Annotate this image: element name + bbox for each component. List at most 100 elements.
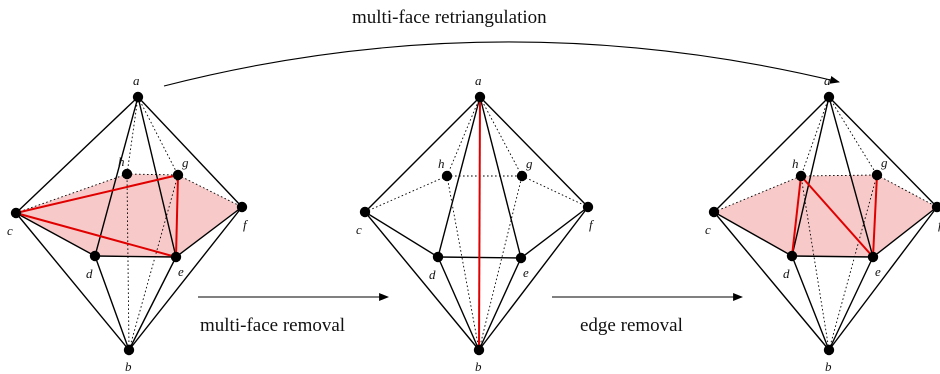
- panel-after-removal: a b c d e f g h: [356, 73, 595, 374]
- vertex-label-a: a: [133, 73, 140, 88]
- edge-bc: [15, 212, 130, 351]
- shaded-face-chgfed: [714, 175, 937, 257]
- edge-ac: [15, 96, 139, 214]
- highlighted-edge-ge: [872, 174, 878, 258]
- hidden-edge-ah: [126, 96, 139, 175]
- edge-bd: [94, 255, 130, 351]
- hidden-edge-ah: [446, 96, 481, 177]
- vertex-b: [823, 344, 835, 356]
- vertex-h: [441, 170, 453, 182]
- edge-bc: [364, 211, 480, 351]
- vertex-d: [432, 251, 444, 263]
- hidden-edge-ag: [137, 96, 179, 176]
- highlighted-edge-cg: [15, 174, 179, 214]
- vertex-b: [473, 344, 485, 356]
- vertex-label-f: f: [589, 217, 595, 232]
- edge-ae: [137, 96, 177, 258]
- highlighted-edge-ge: [175, 174, 179, 258]
- vertex-label-a: a: [475, 73, 482, 88]
- vertex-label-g: g: [182, 155, 189, 170]
- edge-bf: [128, 206, 243, 351]
- vertex-f: [582, 201, 594, 213]
- arrow-retriangulation: [163, 41, 840, 87]
- vertex-label-d: d: [86, 266, 93, 281]
- vertex-a: [132, 91, 144, 103]
- edge-ae: [828, 96, 874, 258]
- vertex-g: [172, 169, 184, 181]
- edge-cd: [364, 211, 439, 258]
- vertex-h: [121, 168, 133, 180]
- highlighted-edge-he: [800, 175, 874, 258]
- vertex-label-d: d: [429, 267, 436, 282]
- vertex-label-b: b: [125, 359, 132, 374]
- vertex-label-h: h: [792, 156, 799, 171]
- vertex-label-f: f: [938, 217, 940, 232]
- hidden-edge-gf: [521, 175, 589, 208]
- edge-bd: [437, 256, 480, 351]
- vertex-label-g: g: [526, 156, 533, 171]
- vertex-e: [867, 251, 879, 263]
- edge-ef: [520, 206, 589, 259]
- vertex-label-h: h: [118, 154, 125, 169]
- edge-af: [137, 96, 243, 208]
- edge-ad: [437, 96, 481, 258]
- vertex-label-c: c: [356, 222, 362, 237]
- vertex-g: [516, 170, 528, 182]
- vertex-a: [823, 91, 835, 103]
- edge-cd: [15, 212, 96, 257]
- vertex-f: [236, 201, 248, 213]
- vertex-e: [170, 251, 182, 263]
- vertex-b: [123, 344, 135, 356]
- hidden-edge-ch: [364, 175, 448, 213]
- hidden-edge-bh: [446, 175, 480, 351]
- edge-ae: [479, 96, 522, 259]
- vertex-a: [474, 91, 486, 103]
- vertex-f: [931, 201, 940, 213]
- edge-de: [791, 255, 874, 258]
- vertex-label-a: a: [824, 73, 831, 88]
- hidden-edge-ag: [828, 96, 878, 176]
- vertex-label-h: h: [438, 156, 445, 171]
- hidden-edge-hg: [800, 174, 878, 177]
- vertex-label-b: b: [475, 359, 482, 374]
- hidden-edge-bh: [800, 175, 830, 351]
- panel-original: a b c d e f g h: [7, 73, 249, 374]
- caption-multi-face-removal: multi-face removal: [200, 315, 345, 336]
- vertex-label-g: g: [881, 155, 888, 170]
- hidden-edge-ag: [479, 96, 523, 177]
- edge-bc: [713, 211, 830, 351]
- vertex-d: [89, 250, 101, 262]
- vertex-c: [10, 207, 22, 219]
- vertex-g: [871, 169, 883, 181]
- highlighted-edge-ce: [15, 212, 177, 258]
- edge-cd: [713, 211, 793, 257]
- vertex-label-f: f: [243, 217, 249, 232]
- caption-edge-removal: edge removal: [580, 315, 683, 336]
- edge-af: [479, 96, 589, 208]
- vertex-label-c: c: [7, 223, 13, 238]
- edge-ac: [364, 96, 481, 213]
- vertex-label-d: d: [783, 266, 790, 281]
- shaded-face-chgfed: [16, 174, 242, 257]
- vertex-c: [708, 206, 720, 218]
- vertex-e: [515, 252, 527, 264]
- hidden-edge-bg: [478, 175, 523, 351]
- vertex-label-e: e: [523, 265, 529, 280]
- hidden-edge-bh: [126, 173, 130, 351]
- edge-ef: [175, 206, 243, 258]
- edge-bf: [478, 206, 589, 351]
- vertex-label-e: e: [178, 264, 184, 279]
- edge-be: [478, 257, 522, 351]
- edge-ad: [94, 96, 139, 257]
- edge-ef: [872, 206, 938, 258]
- edge-bf: [828, 206, 938, 351]
- edge-be: [128, 256, 177, 351]
- highlighted-edge-hd: [791, 175, 802, 257]
- vertex-h: [795, 170, 807, 182]
- edge-be: [828, 256, 874, 351]
- vertex-label-b: b: [825, 359, 832, 374]
- vertex-c: [359, 206, 371, 218]
- caption-multi-face-retriangulation: multi-face retriangulation: [352, 7, 547, 28]
- vertex-label-e: e: [875, 264, 881, 279]
